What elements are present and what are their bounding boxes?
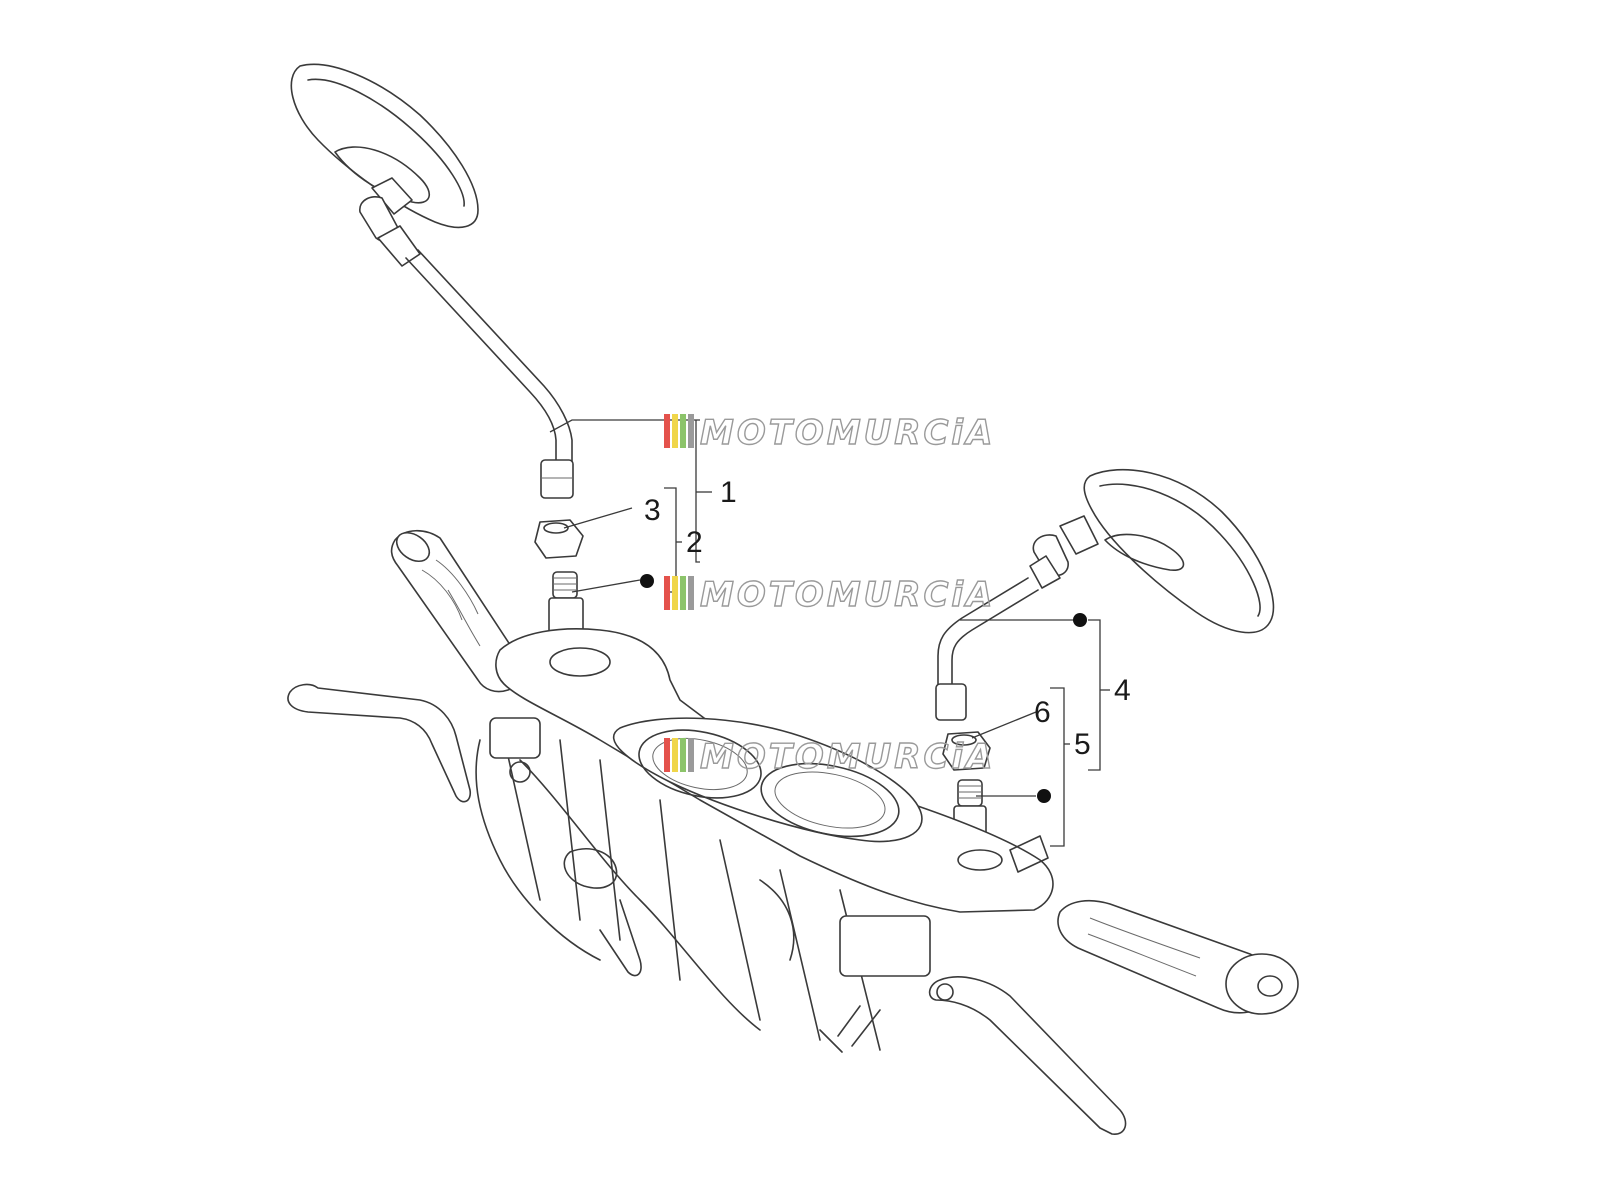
right-mirror-head <box>1083 468 1275 634</box>
left-brake-lever <box>287 683 472 803</box>
watermark-3: MOTOMURCiA <box>664 736 995 778</box>
callout-1: 1 <box>720 476 737 509</box>
center-frame <box>499 719 881 1051</box>
left-mirror-assembly <box>290 63 584 655</box>
callout-5: 5 <box>1074 728 1091 761</box>
marker-dot-2 <box>640 574 654 588</box>
callout-6: 6 <box>1034 696 1051 729</box>
watermark-1: MOTOMURCiA <box>664 412 995 454</box>
svg-text:MOTOMURCiA: MOTOMURCiA <box>700 575 995 615</box>
right-brake-lever <box>928 976 1127 1135</box>
callout-3: 3 <box>644 494 661 527</box>
handlebar-assembly <box>287 529 1299 1135</box>
leader-lines <box>549 419 1110 847</box>
right-mirror-assembly <box>935 468 1275 859</box>
left-mirror-head <box>290 63 479 229</box>
svg-text:MOTOMURCiA: MOTOMURCiA <box>700 413 995 453</box>
callout-4: 4 <box>1114 674 1131 707</box>
svg-text:MOTOMURCiA: MOTOMURCiA <box>700 737 995 777</box>
marker-dot-5 <box>1037 789 1051 803</box>
callout-2: 2 <box>686 526 703 559</box>
watermark-2: MOTOMURCiA <box>664 574 995 616</box>
marker-dot-4 <box>1073 613 1087 627</box>
